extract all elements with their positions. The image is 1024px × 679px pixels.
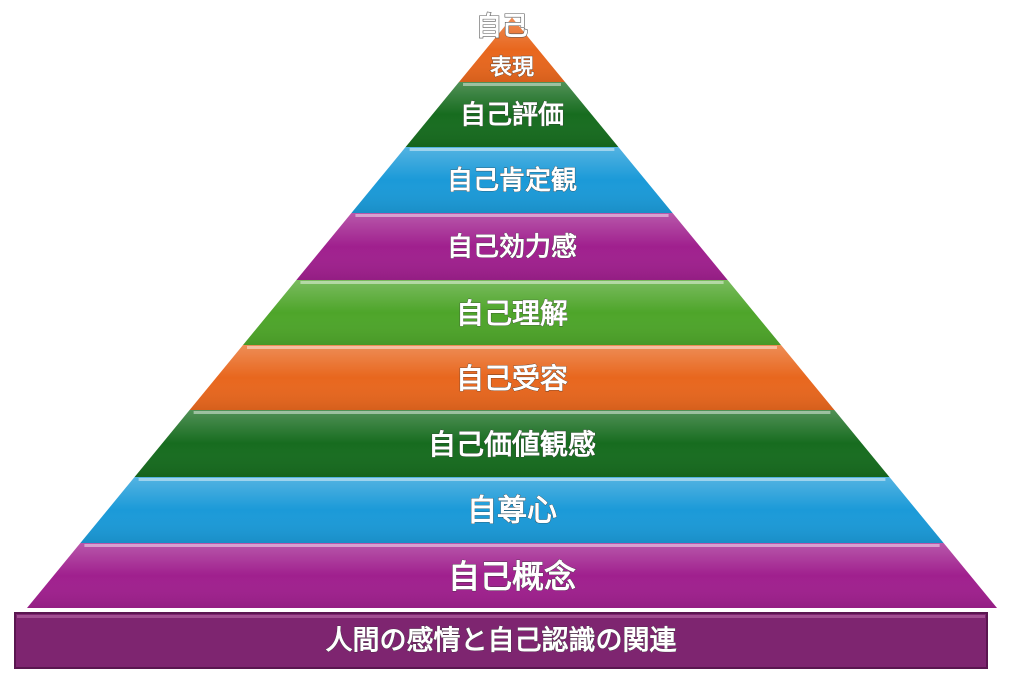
pyramid-level-4: 自己効力感 bbox=[296, 213, 728, 280]
pyramid-level-8: 自尊心 bbox=[80, 477, 944, 543]
pyramid-level-3: 自己肯定観 bbox=[351, 147, 673, 213]
level-highlight bbox=[355, 214, 669, 217]
level-label: 自己受容 bbox=[456, 362, 568, 395]
level-highlight bbox=[247, 346, 777, 349]
pyramid-level-2: 自己評価 bbox=[405, 82, 619, 147]
level-label: 表現 bbox=[490, 56, 534, 81]
base-bar bbox=[14, 612, 988, 669]
base-label: 人間の感情と自己認識の関連 bbox=[326, 625, 678, 657]
pyramid-level-9: 自己概念 bbox=[27, 543, 997, 608]
level-highlight bbox=[409, 148, 615, 151]
pyramid-level-7: 自己価値観感 bbox=[134, 410, 890, 477]
pyramid-level-6: 自己受容 bbox=[189, 345, 835, 410]
level-label: 自尊心 bbox=[467, 494, 557, 529]
level-highlight bbox=[84, 544, 940, 547]
level-label: 自己価値観感 bbox=[428, 428, 596, 461]
level-label: 自己評価 bbox=[460, 100, 564, 131]
level-label: 自己理解 bbox=[456, 297, 568, 330]
level-label: 自己効力感 bbox=[447, 232, 577, 263]
pyramid-level-5: 自己理解 bbox=[243, 280, 781, 345]
level-label: 自己概念 bbox=[448, 558, 576, 596]
level-label: 自己肯定観 bbox=[447, 165, 577, 196]
pyramid-base: 人間の感情と自己認識の関連 bbox=[14, 612, 988, 669]
level-highlight bbox=[300, 281, 724, 284]
pyramid-level-1: 表現 自己 bbox=[459, 10, 565, 82]
level-highlight bbox=[193, 411, 831, 414]
level-label-top: 自己 bbox=[476, 11, 528, 42]
level-highlight bbox=[463, 83, 561, 86]
level-highlight bbox=[138, 478, 886, 481]
